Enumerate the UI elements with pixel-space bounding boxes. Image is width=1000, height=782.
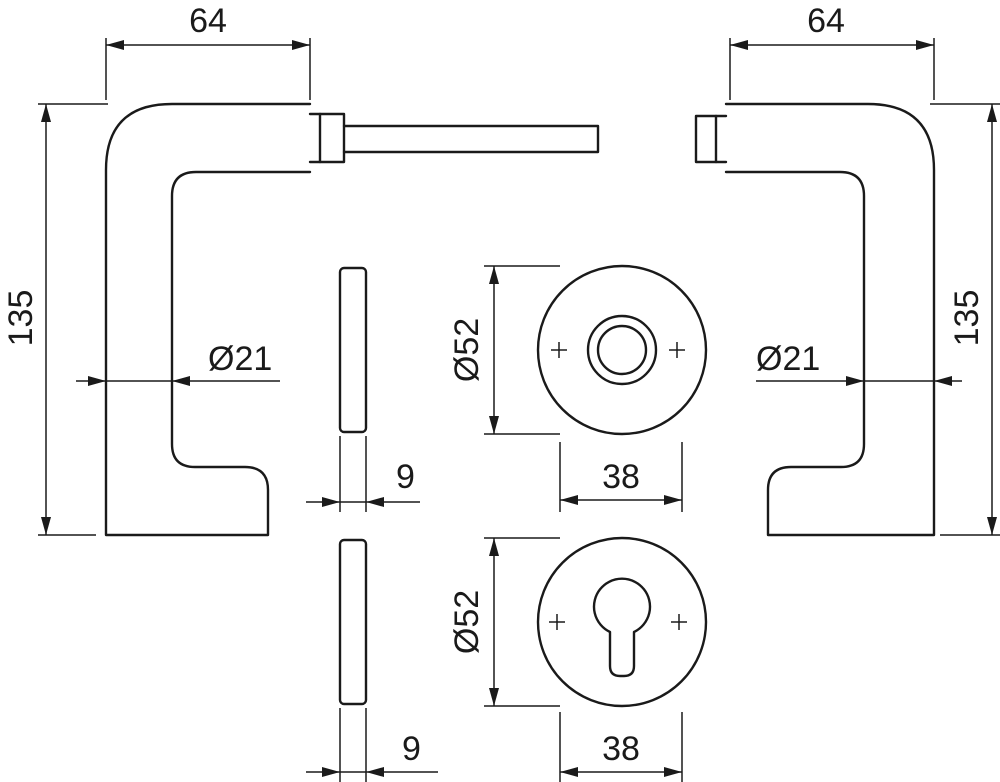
rosette-width-label-bottom: 38 [602,730,640,768]
screw-mark-icon [551,342,567,358]
rosette-cylinder-hole [536,536,708,708]
left-width-label: 64 [189,2,227,40]
left-diameter-dimension: Ø21 [76,340,280,386]
right-diameter-dimension: Ø21 [756,340,962,386]
right-height-dimension: 135 [930,103,1000,536]
rosette-diameter-dimension-top: Ø52 [448,265,560,435]
left-height-dimension: 135 [2,103,108,536]
right-handle-neck [694,114,728,164]
screw-mark-icon [671,614,687,630]
plate-thickness-label-bottom: 9 [402,730,421,768]
left-diameter-label: Ø21 [208,340,272,378]
rosette-width-dimension-bottom: 38 [559,712,683,782]
plate-thickness-label-top: 9 [396,458,415,496]
left-height-label: 135 [2,290,40,347]
right-width-label: 64 [807,2,845,40]
right-diameter-label: Ø21 [756,340,820,378]
right-width-dimension: 64 [729,2,935,100]
square-spindle [342,124,600,154]
rosette-round-hole [536,264,708,436]
rosette-side-view-bottom [338,538,368,706]
screw-mark-icon [549,614,565,630]
left-lever-handle [104,102,600,537]
rosette-side-view-top [338,266,368,434]
plate-thickness-dimension-bottom: 9 [306,708,438,782]
screw-mark-icon [669,342,685,358]
rosette-diameter-dimension-bottom: Ø52 [448,537,560,707]
keyhole-icon [592,577,652,678]
rosette-width-label-top: 38 [602,458,640,496]
right-lever-handle [694,102,936,537]
left-handle-neck [308,112,346,164]
rosette-width-dimension-top: 38 [559,442,683,512]
rosette-diameter-label-top: Ø52 [448,318,486,382]
rosette-diameter-label-bottom: Ø52 [448,590,486,654]
plate-thickness-dimension-top: 9 [306,436,420,512]
left-width-dimension: 64 [105,2,311,100]
right-height-label: 135 [948,290,986,347]
